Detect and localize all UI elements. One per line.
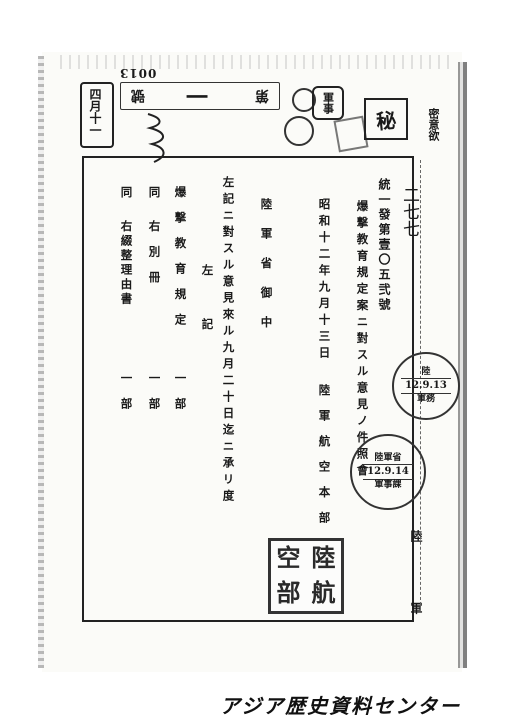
postmark2-bottom: 軍事課 [374, 480, 402, 490]
date-box: 四月十一 [80, 82, 114, 148]
subject-line: 爆撃教育規定案ニ對スル意見ノ件照會 [355, 200, 370, 481]
confidential-stamp: 秘 [364, 98, 408, 140]
item2-qty: 一部 [147, 372, 162, 423]
postmark1-top: 陸 [421, 367, 431, 378]
reference-annotation: 二七七 [399, 186, 419, 237]
item2-prefix: 同 [147, 186, 162, 203]
item1-name: 爆撃教育規定 [173, 186, 188, 339]
volume-stamp: 0013 [119, 66, 157, 80]
aviation-headquarters-seal: 空 陸 部 航 [268, 538, 344, 614]
side-label: 密意欲 [427, 108, 440, 141]
seal-char-3: 部 [276, 578, 301, 607]
item1-qty: 一部 [173, 372, 188, 423]
scanned-page [42, 52, 462, 672]
list-heading-right: 記 [200, 318, 215, 335]
paper-edge-right [458, 62, 467, 668]
receipt-postmark-1: 陸 12.9.13 軍務 [392, 352, 460, 420]
seal-char-0: 陸 [311, 543, 336, 572]
archive-footer: アジア歴史資料センター [220, 694, 462, 718]
list-heading-left: 左 [200, 264, 215, 281]
registry-prefix: 號 [131, 87, 145, 103]
item3-qty: 一部 [119, 372, 134, 423]
dept-seal: 軍事 [312, 86, 344, 120]
registry-suffix: 第 [254, 87, 269, 103]
postmark2-date: 12.9.14 [363, 464, 413, 480]
postmark2-top: 陸軍省 [374, 453, 402, 464]
side-mark-ryo: 陸 [409, 530, 423, 542]
dept-seal-text: 軍事 [321, 92, 335, 114]
item3-rest: 右綴整理由書 [119, 220, 134, 307]
postmark1-date: 12.9.13 [401, 378, 451, 394]
seal-char-1: 空 [276, 543, 301, 572]
registry-number-strip: 號 一 第 [120, 82, 280, 111]
confidential-mark: 秘 [374, 107, 398, 134]
reference-number: 統一發第壹〇五弐號 [377, 178, 391, 313]
registry-number: 一 [185, 85, 214, 111]
top-band [60, 55, 455, 69]
postmark1-bottom: 軍務 [416, 394, 435, 404]
receipt-postmark-2: 陸軍省 12.9.14 軍事課 [350, 434, 426, 510]
sender: 陸軍航空本部 [317, 384, 332, 537]
item3-prefix: 同 [119, 186, 134, 203]
dept-seal-small [292, 88, 316, 112]
side-mark-gun: 軍 [409, 602, 423, 614]
paper-edge-left [38, 56, 44, 668]
item2-rest: 右別冊 [147, 220, 162, 297]
document-date: 昭和十二年九月十三日 [317, 198, 332, 363]
recipient: 陸軍省御中 [259, 198, 274, 346]
date-box-text: 四月十一 [88, 88, 102, 136]
seal-char-2: 航 [311, 578, 336, 607]
body-text: 左記ニ對スル意見來ル九月二十日迄ニ承リ度 [221, 176, 236, 506]
handwritten-scribble [146, 113, 165, 163]
seal-circle-icon [284, 116, 314, 146]
